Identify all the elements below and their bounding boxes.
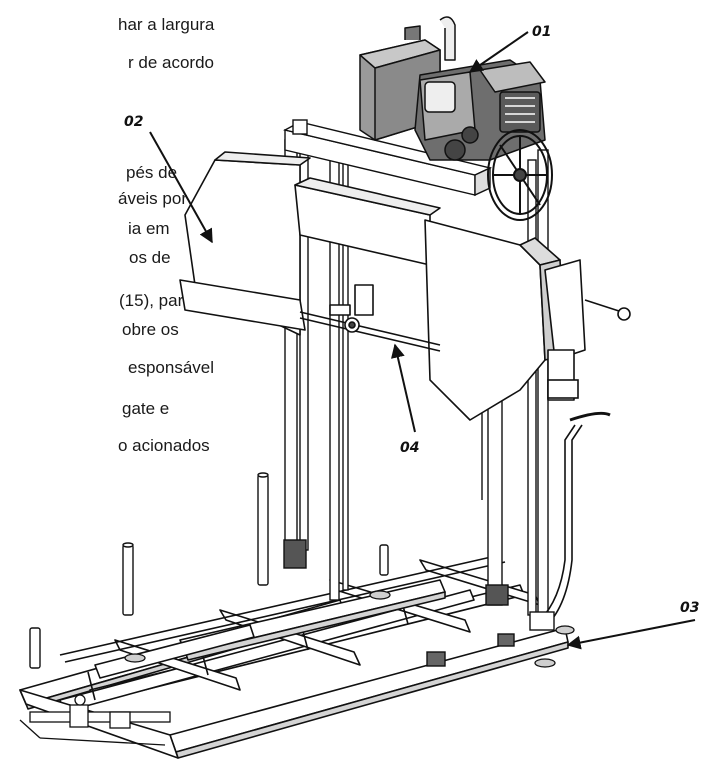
handwheel [487,129,553,221]
text-line-9: esponsável [128,358,215,377]
control-box [426,611,555,667]
engine-assembly [359,16,546,161]
text-line-6: os de [129,248,171,267]
text-line-4: áveis por [118,189,187,208]
text-line-2: r de acordo [128,53,214,72]
crank-mechanism-left [19,694,171,746]
top-crossbeam [283,119,493,197]
text-line-5: ia em [128,219,170,238]
callout-arrow-04 [391,343,416,433]
callouts [149,31,696,650]
callout-label-02: 02 [124,114,143,130]
callout-arrow-01 [468,31,529,73]
callout-arrow-02 [149,131,213,244]
text-line-11: o acionados [118,436,210,455]
callout-label-01: 01 [532,24,551,40]
text-line-10: gate e [122,399,170,418]
log-dog-posts [29,472,389,669]
callout-label-03: 03 [680,600,699,616]
text-line-3: pés de [126,163,178,182]
saw-head [179,151,586,421]
callout-label-04: 04 [400,440,419,456]
text-line-8: obre os [122,320,179,339]
text-line-7: (15), para [119,291,193,310]
callout-arrow-03 [566,619,696,650]
text-line-1: har a largura [118,15,215,34]
vertical-columns [283,139,549,621]
